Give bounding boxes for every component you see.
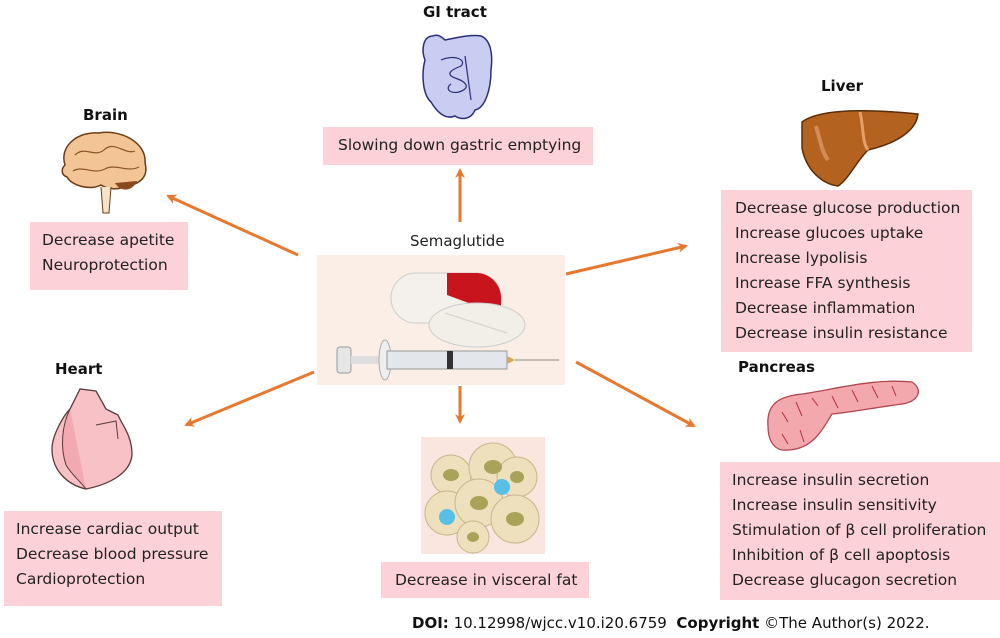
liver-effect: Increase glucoes uptake — [735, 224, 924, 242]
gi-title: GI tract — [423, 3, 487, 21]
doi-value: 10.12998/wjcc.v10.i20.6759 — [453, 614, 667, 632]
heart-icon — [51, 388, 133, 490]
pancreas-title: Pancreas — [738, 358, 815, 376]
copyright-label: Copyright — [676, 614, 760, 632]
doi-label: DOI: — [412, 614, 449, 632]
arrow-to-heart — [184, 370, 315, 427]
arrow-to-liver — [565, 242, 688, 276]
pancreas-effect: Inhibition of β cell apoptosis — [732, 546, 951, 564]
liver-effect: Decrease insulin resistance — [735, 324, 948, 342]
pancreas-icon — [767, 380, 919, 451]
liver-effect: Increase FFA synthesis — [735, 274, 911, 292]
pancreas-effects-box: Increase insulin secretion Increase insu… — [720, 462, 1000, 600]
brain-effects-box: Decrease apetite Neuroprotection — [30, 222, 188, 290]
intestine-icon — [422, 34, 493, 120]
liver-effect: Increase lypolisis — [735, 249, 868, 267]
liver-effects-box: Decrease glucose production Increase glu… — [721, 190, 972, 352]
fat-effect: Decrease in visceral fat — [395, 571, 578, 589]
fat-cells-icon — [421, 437, 545, 554]
pancreas-effect: Increase insulin sensitivity — [732, 496, 937, 514]
pancreas-effect: Increase insulin secretion — [732, 471, 930, 489]
heart-title: Heart — [55, 360, 103, 378]
gi-effects-box: Slowing down gastric emptying — [323, 127, 593, 165]
pancreas-effect: Stimulation of β cell proliferation — [732, 521, 987, 539]
copyright-value: ©The Author(s) 2022. — [764, 614, 930, 632]
liver-effect: Decrease glucose production — [735, 199, 961, 217]
syringe-icon — [336, 339, 559, 381]
liver-icon — [801, 109, 919, 187]
heart-effect: Decrease blood pressure — [16, 545, 209, 563]
drug-label: Semaglutide — [410, 232, 505, 250]
fat-effects-box: Decrease in visceral fat — [381, 562, 589, 598]
tablet-icon — [428, 302, 526, 348]
brain-icon — [61, 131, 147, 214]
drug-illustration — [317, 255, 565, 385]
arrow-to-pancreas — [575, 360, 696, 428]
heart-effect: Cardioprotection — [16, 570, 146, 588]
brain-effect: Decrease apetite — [42, 231, 175, 249]
liver-effect: Decrease inflammation — [735, 299, 916, 317]
pancreas-effect: Decrease glucagon secretion — [732, 571, 958, 589]
brain-effect: Neuroprotection — [42, 256, 168, 274]
brain-title: Brain — [83, 106, 128, 124]
arrow-to-brain — [166, 194, 299, 257]
gi-effect: Slowing down gastric emptying — [338, 136, 582, 154]
heart-effects-box: Increase cardiac output Decrease blood p… — [4, 511, 222, 606]
footer-citation: DOI: 10.12998/wjcc.v10.i20.6759 Copyrigh… — [412, 614, 930, 632]
heart-effect: Increase cardiac output — [16, 520, 199, 538]
liver-title: Liver — [821, 77, 864, 95]
